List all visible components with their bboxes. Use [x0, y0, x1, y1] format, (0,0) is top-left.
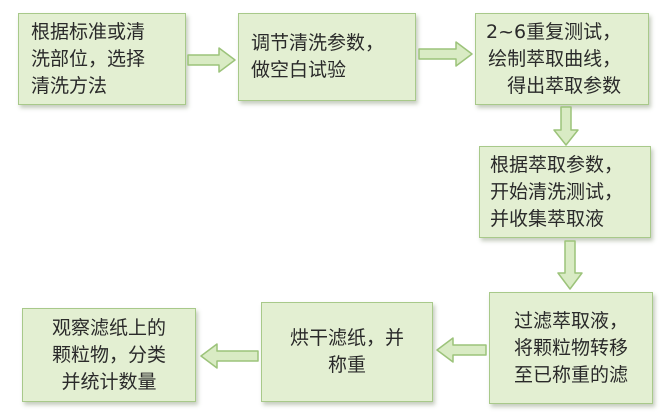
step-1-box: 根据标准或清 洗部位，选择 清洗方法 [18, 13, 186, 105]
step-5-box: 过滤萃取液， 将颗粒物转移 至已称重的滤 [489, 292, 653, 404]
step-4-box: 根据萃取参数， 开始清洗测试， 并收集萃取液 [479, 146, 651, 238]
arrow-left-1-icon [436, 337, 487, 363]
arrow-left-2-icon [200, 343, 259, 369]
arrow-right-1-icon [187, 47, 236, 73]
step-7-text: 观察滤纸上的 颗粒物，分类 并统计数量 [51, 316, 166, 393]
step-7-box: 观察滤纸上的 颗粒物，分类 并统计数量 [22, 308, 196, 402]
step-6-text: 烘干滤纸，并 称重 [289, 327, 404, 376]
arrow-down-1-icon [553, 106, 579, 146]
step-1-text: 根据标准或清 洗部位，选择 清洗方法 [31, 20, 146, 97]
step-2-text: 调节清洗参数， 做空白试验 [251, 32, 385, 81]
arrow-right-2-icon [418, 41, 473, 67]
step-4-text: 根据萃取参数， 开始清洗测试， 并收集萃取液 [490, 153, 624, 230]
step-3-box: 2~6重复测试， 绘制萃取曲线， 得出萃取参数 [475, 13, 649, 105]
step-3-text: 2~6重复测试， 绘制萃取曲线， 得出萃取参数 [486, 20, 622, 97]
arrow-down-2-icon [557, 240, 583, 290]
step-2-box: 调节清洗参数， 做空白试验 [238, 13, 416, 101]
step-5-text: 过滤萃取液， 将颗粒物转移 至已称重的滤 [513, 309, 628, 386]
step-6-box: 烘干滤纸，并 称重 [261, 302, 433, 402]
